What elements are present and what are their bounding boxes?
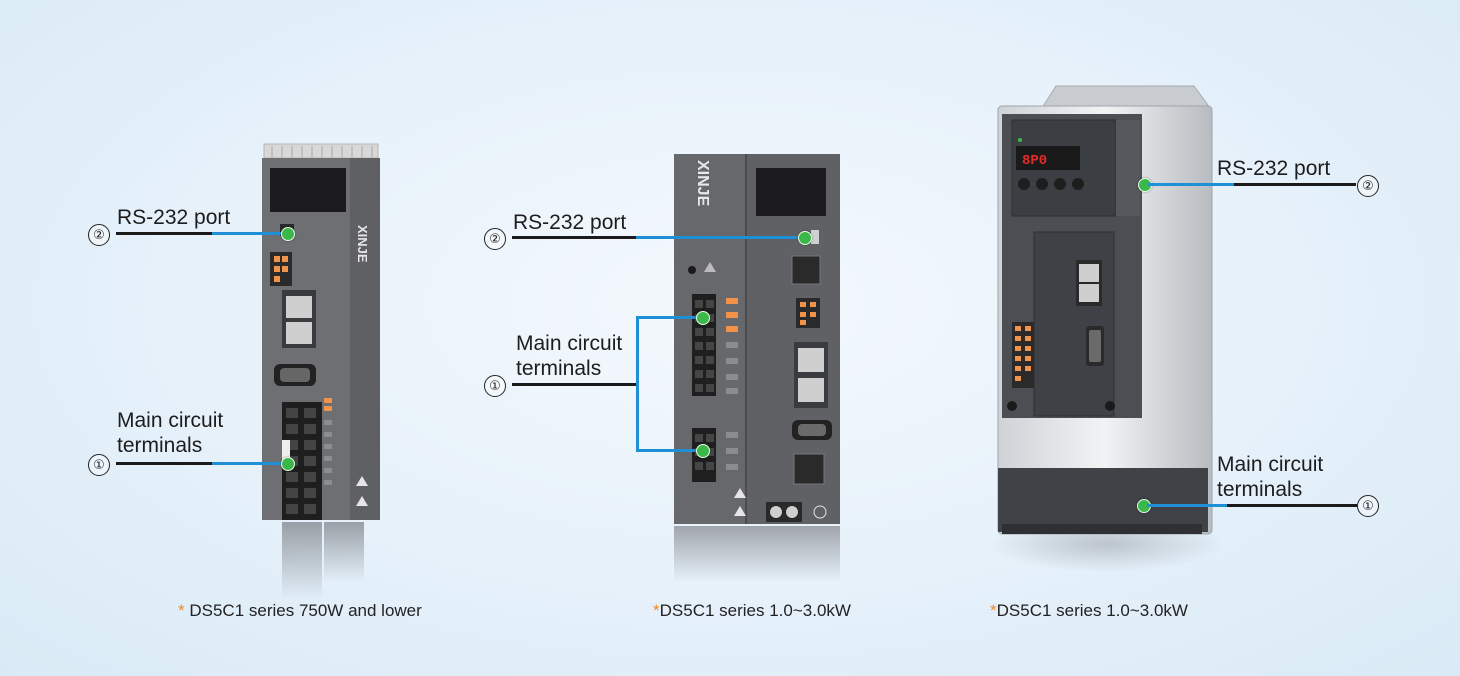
main-circuit-number-badge-3: ① — [1357, 495, 1379, 517]
caption-text-2: DS5C1 series 1.0~3.0kW — [659, 601, 851, 620]
rs232-leader-blue — [212, 232, 286, 235]
caption-text: DS5C1 series 750W and lower — [184, 601, 422, 620]
main-circuit-leader-black-3 — [1227, 504, 1357, 507]
main-circuit-label-line1-3: Main circuit — [1217, 453, 1324, 476]
main-circuit-label-line2-3: terminals — [1217, 478, 1303, 501]
main-circuit-leader-black-2 — [512, 383, 636, 386]
main-circuit-label-line1: Main circuit — [117, 409, 224, 432]
caption-asterisk: * — [178, 601, 185, 620]
svg-text:XINJE: XINJE — [355, 225, 370, 263]
rs232-number-badge-3: ② — [1357, 175, 1379, 197]
rs232-leader-black-3 — [1234, 183, 1356, 186]
rs232-number-badge: ② — [88, 224, 110, 246]
caption-asterisk-2: * — [653, 601, 660, 620]
main-circuit-label-line2: terminals — [117, 434, 203, 457]
main-circuit-label-line2-2: terminals — [516, 357, 602, 380]
rs232-leader-black — [116, 232, 212, 235]
caption-asterisk-3: * — [990, 601, 997, 620]
main-circuit-leader-vertical-2 — [636, 316, 639, 452]
small-drive-graphic: XINJE — [262, 143, 380, 600]
main-circuit-number-badge-2: ① — [484, 375, 506, 397]
medium-drive-graphic: XINJE — [674, 154, 840, 582]
main-circuit-leader-black — [116, 462, 212, 465]
main-circuit-leader-top-2 — [636, 316, 702, 319]
caption-text-3: DS5C1 series 1.0~3.0kW — [996, 601, 1188, 620]
main-circuit-marker — [281, 457, 295, 471]
rs232-leader-blue-2 — [636, 236, 804, 239]
rs232-port-marker-2 — [798, 231, 812, 245]
medium-drive-image: XINJE — [674, 152, 844, 582]
svg-text:XINJE: XINJE — [694, 160, 711, 207]
main-circuit-leader-blue-3 — [1147, 504, 1227, 507]
rs232-leader-black-2 — [512, 236, 636, 239]
main-circuit-marker-bottom-2 — [696, 444, 710, 458]
main-circuit-leader-bottom-2 — [636, 449, 702, 452]
main-circuit-number-badge: ① — [88, 454, 110, 476]
small-drive-caption: * DS5C1 series 750W and lower — [178, 601, 422, 621]
rs232-port-marker — [281, 227, 295, 241]
large-drive-image: 8P0 — [988, 84, 1224, 574]
main-circuit-leader-blue — [212, 462, 286, 465]
main-circuit-label-line1-2: Main circuit — [516, 332, 623, 355]
rs232-number-badge-2: ② — [484, 228, 506, 250]
main-circuit-marker-top-2 — [696, 311, 710, 325]
medium-drive-caption: *DS5C1 series 1.0~3.0kW — [653, 601, 851, 621]
svg-text:8P0: 8P0 — [1022, 153, 1047, 169]
rs232-port-label-3: RS-232 port — [1217, 157, 1331, 180]
large-drive-caption: *DS5C1 series 1.0~3.0kW — [990, 601, 1188, 621]
rs232-leader-blue-3 — [1148, 183, 1234, 186]
large-drive-graphic: 8P0 — [988, 85, 1224, 572]
rs232-port-label-2: RS-232 port — [513, 211, 627, 234]
rs232-port-label: RS-232 port — [117, 206, 231, 229]
small-drive-image: XINJE — [262, 140, 382, 600]
